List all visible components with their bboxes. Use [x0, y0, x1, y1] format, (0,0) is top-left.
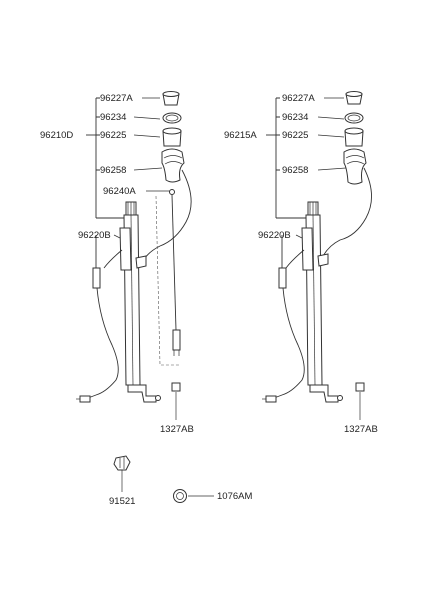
label-left-seal: 96234 — [100, 112, 126, 123]
left-labels: 96227A 96234 96210D 96225 96258 96240A 9… — [40, 93, 194, 435]
label-left-screw: 1327AB — [160, 424, 194, 435]
label-clip: 91521 — [109, 496, 135, 507]
right-labels: 96227A 96234 96215A 96225 96258 96220B 1… — [224, 93, 378, 435]
label-left-ring: 96225 — [100, 130, 126, 141]
label-right-screw: 1327AB — [344, 424, 378, 435]
label-right-cap: 96227A — [282, 93, 315, 104]
label-right-cable: 96220B — [258, 230, 291, 241]
label-grommet: 1076AM — [217, 491, 252, 502]
label-left-boot: 96258 — [100, 165, 126, 176]
label-left-cap: 96227A — [100, 93, 133, 104]
label-right-assembly: 96215A — [224, 130, 257, 141]
left-antenna-assembly — [76, 91, 192, 420]
label-left-assembly: 96210D — [40, 130, 73, 141]
label-left-lead: 96240A — [103, 186, 136, 197]
loose-parts: 91521 1076AM — [109, 455, 252, 507]
label-right-ring: 96225 — [282, 130, 308, 141]
label-right-boot: 96258 — [282, 165, 308, 176]
label-right-seal: 96234 — [282, 112, 308, 123]
label-left-cable: 96220B — [78, 230, 111, 241]
right-antenna-assembly — [262, 91, 372, 420]
